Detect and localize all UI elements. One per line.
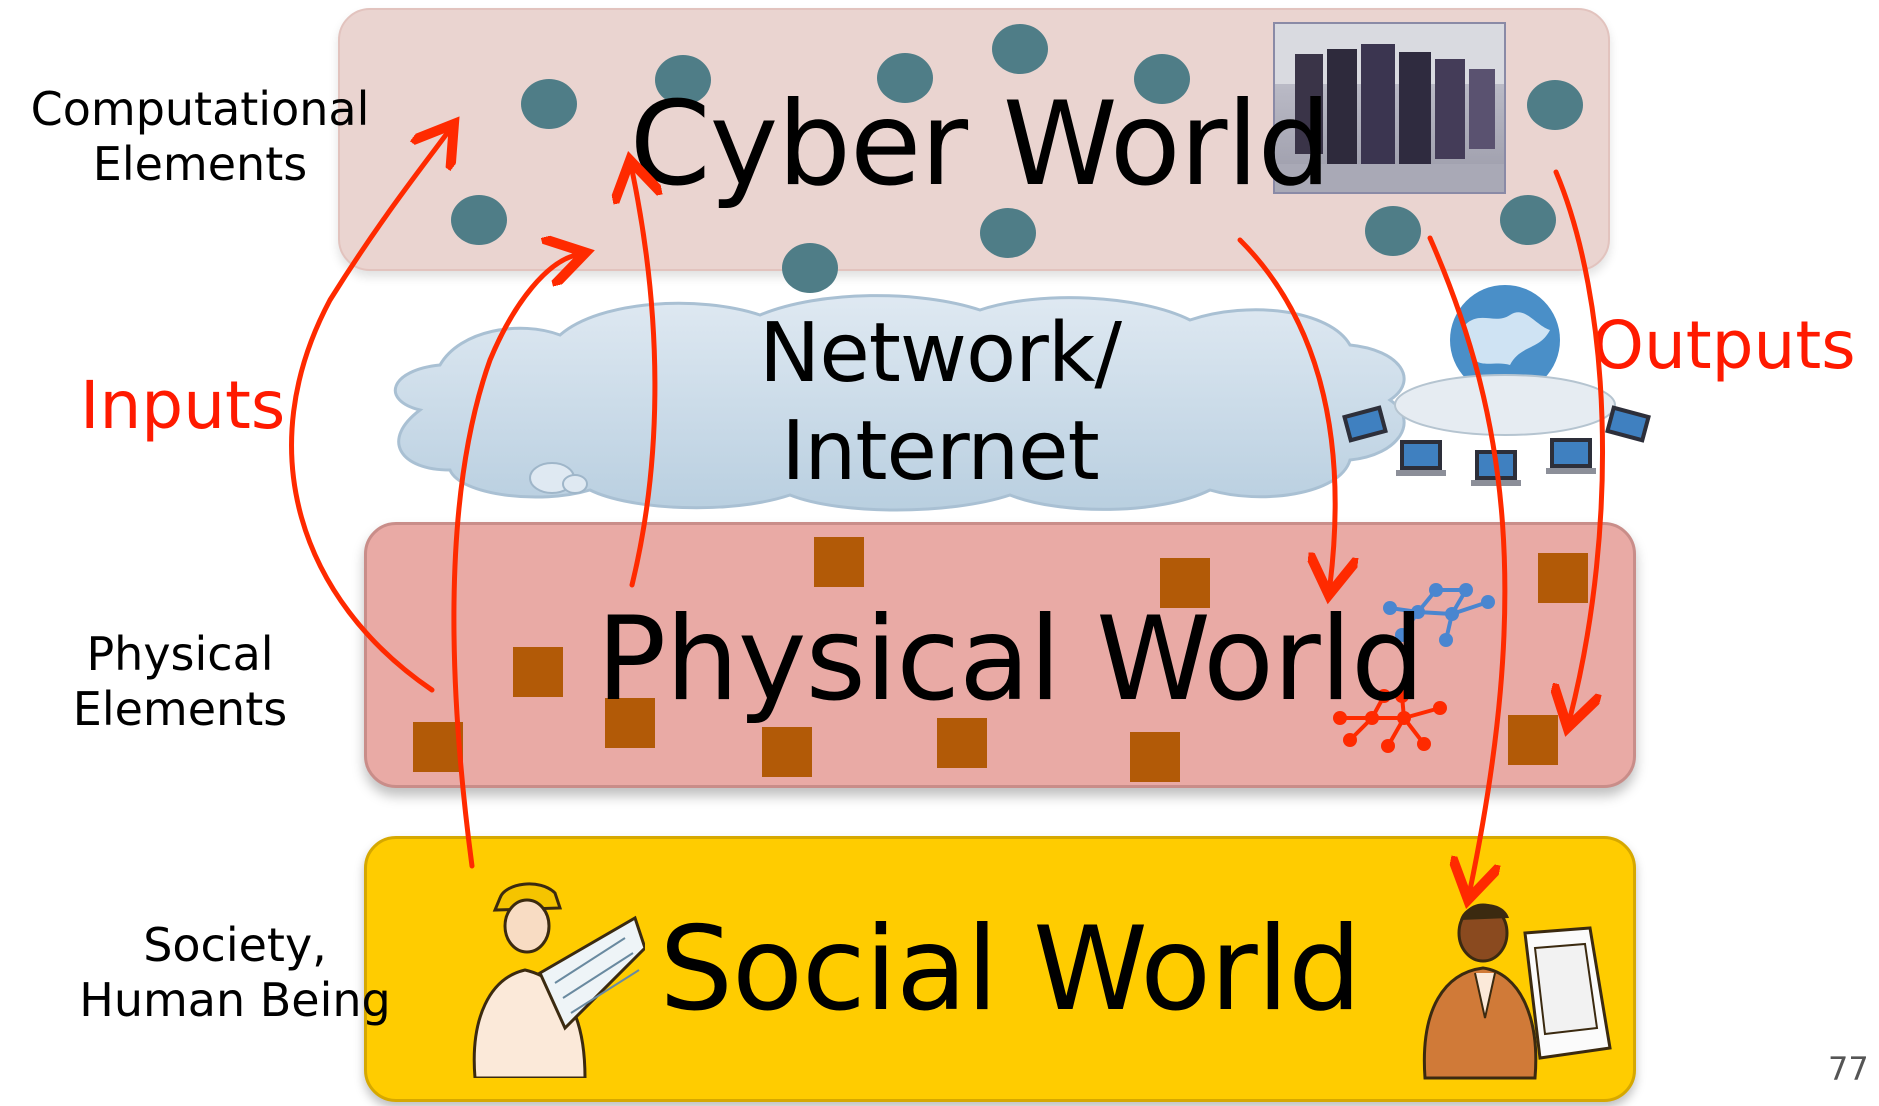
computational-element [451,195,507,245]
network-title-line1: Network/ [758,306,1122,401]
computational-element [521,79,577,129]
society-label-line2: Human Being [79,973,391,1027]
engineer-with-blueprints-icon [472,882,645,1078]
physical-elements-label: Physical Elements [40,627,320,737]
cyber-world-title: Cyber World [629,77,1332,212]
computational-element [1500,195,1556,245]
physical-element [762,727,812,777]
physical-label-line1: Physical [86,627,274,681]
computational-element [992,24,1048,74]
network-internet-title: Network/ Internet [660,305,1220,501]
physical-element [814,537,864,587]
physical-element [1130,732,1180,782]
physical-element [1160,558,1210,608]
computational-element [782,243,838,293]
computational-element [877,53,933,103]
server-room-photo-icon [1273,22,1506,194]
network-title-line2: Internet [781,404,1100,499]
physical-world-title: Physical World [596,592,1424,727]
outputs-label: Outputs [1592,307,1856,384]
red-node-network-icon [1333,689,1447,753]
physical-element [1538,553,1588,603]
physical-element [413,722,463,772]
physical-element [1508,715,1558,765]
society-label-line1: Society, [143,918,327,972]
computational-label-line1: Computational [30,82,370,136]
computational-element [1527,80,1583,130]
computational-label-line2: Elements [92,137,308,191]
physical-element [513,647,563,697]
society-human-being-label: Society, Human Being [50,918,420,1028]
inputs-label: Inputs [80,367,286,444]
computational-element [655,55,711,105]
computational-element [980,208,1036,258]
page-number: 77 [1828,1050,1869,1088]
computational-element [1365,206,1421,256]
physical-element [937,718,987,768]
globe-laptops-icon [1342,285,1651,486]
computational-elements-label: Computational Elements [0,82,400,192]
physical-label-line2: Elements [72,682,288,736]
office-worker-at-computer-icon [1422,903,1612,1080]
physical-element [605,698,655,748]
computational-element [1134,54,1190,104]
social-world-title: Social World [659,902,1361,1037]
